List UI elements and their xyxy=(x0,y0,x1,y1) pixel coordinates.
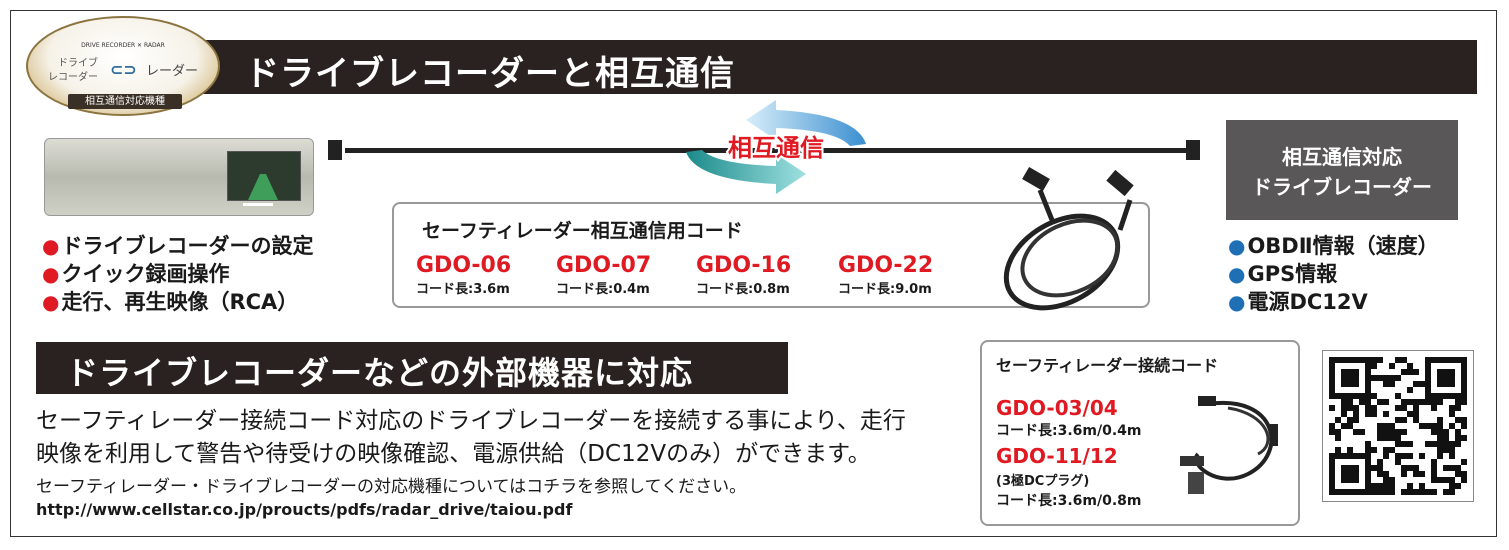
badge-right-text: レーダー xyxy=(146,64,199,79)
connect-cord-title: セーフティレーダー接続コード xyxy=(996,356,1219,375)
description-line1: セーフティレーダー接続コード対応のドライブレコーダーを接続する事により、走行 xyxy=(36,408,906,434)
cord-box-title: セーフティレーダー相互通信用コード xyxy=(422,220,743,242)
mutual-label: 相互通信 xyxy=(728,134,824,162)
mirror-recorder-image xyxy=(44,138,314,216)
compat-recorder-box: 相互通信対応 ドライブレコーダー xyxy=(1226,120,1458,220)
model-gdo11-12: GDO-11/12 xyxy=(996,444,1118,468)
header-band-mutual: ドライブレコーダーと相互通信 xyxy=(200,40,1477,94)
feature-text: 走行、再生映像（RCA） xyxy=(61,290,299,314)
link-icon: ⊂⊃ xyxy=(110,60,137,79)
cable-plug-left xyxy=(328,140,342,160)
list-item: ●クイック録画操作 xyxy=(42,262,230,286)
feature-text: OBDⅡ情報（速度） xyxy=(1247,234,1439,258)
badge-bar: 相互通信対応機種 xyxy=(68,94,182,109)
plug-note: (3極DCプラグ) xyxy=(996,474,1090,489)
list-item: ●走行、再生映像（RCA） xyxy=(42,290,299,314)
description-text: セーフティレーダー接続コード対応のドライブレコーダーを接続する事により、走行 映… xyxy=(36,405,976,471)
header-title-mutual: ドライブレコーダーと相互通信 xyxy=(245,54,735,94)
compat-line1: 相互通信対応 xyxy=(1282,145,1402,169)
list-item: ●ドライブレコーダーの設定 xyxy=(42,234,314,258)
connect-cable-image xyxy=(1180,396,1278,494)
badge-left-line1: ドライブ xyxy=(58,58,98,69)
page-frame xyxy=(10,10,1497,537)
right-feature-list: ●OBDⅡ情報（速度） ●GPS情報 ●電源DC12V xyxy=(1228,232,1439,316)
badge-left-line2: レコーダー xyxy=(48,72,98,83)
feature-text: クイック録画操作 xyxy=(61,262,230,286)
left-feature-list: ●ドライブレコーダーの設定 ●クイック録画操作 ●走行、再生映像（RCA） xyxy=(42,232,313,316)
description-note: セーフティレーダー・ドライブレコーダーの対応機種についてはコチラを参照してくださ… xyxy=(36,477,747,497)
list-item: ●OBDⅡ情報（速度） xyxy=(1228,234,1439,258)
coiled-cable-image xyxy=(1003,166,1134,311)
description-line2: 映像を利用して警告や待受けの映像確認、電源供給（DC12Vのみ）ができます。 xyxy=(36,441,871,467)
feature-text: 電源DC12V xyxy=(1247,290,1368,314)
length-gdo03-04: コード長:3.6m/0.4m xyxy=(996,423,1142,439)
feature-text: ドライブレコーダーの設定 xyxy=(61,234,314,258)
mirror-screen xyxy=(227,151,301,201)
cable-plug-right xyxy=(1186,140,1200,160)
header-band-external: ドライブレコーダーなどの外部機器に対応 xyxy=(36,342,788,394)
qr-code-image xyxy=(1322,350,1474,502)
badge-top-text: DRIVE RECORDER ✕ RADAR xyxy=(81,42,165,49)
header-title-external: ドライブレコーダーなどの外部機器に対応 xyxy=(66,354,694,392)
length-gdo11-12: コード長:3.6m/0.8m xyxy=(996,493,1142,509)
feature-text: GPS情報 xyxy=(1247,262,1338,286)
mutual-compat-badge: DRIVE RECORDER ✕ RADAR ドライブ レコーダー ⊂⊃ レーダ… xyxy=(26,16,220,116)
compat-line2: ドライブレコーダー xyxy=(1252,175,1432,199)
model-gdo03-04: GDO-03/04 xyxy=(996,396,1118,420)
mutual-arrows-icon: 相互通信 xyxy=(686,100,866,194)
compat-url-link[interactable]: http://www.cellstar.co.jp/proucts/pdfs/r… xyxy=(36,500,573,519)
cable-line xyxy=(345,148,1191,153)
connect-cord-box: セーフティレーダー接続コード GDO-03/04 コード長:3.6m/0.4m … xyxy=(980,340,1300,526)
list-item: ●電源DC12V xyxy=(1228,290,1368,314)
list-item: ●GPS情報 xyxy=(1228,262,1338,286)
